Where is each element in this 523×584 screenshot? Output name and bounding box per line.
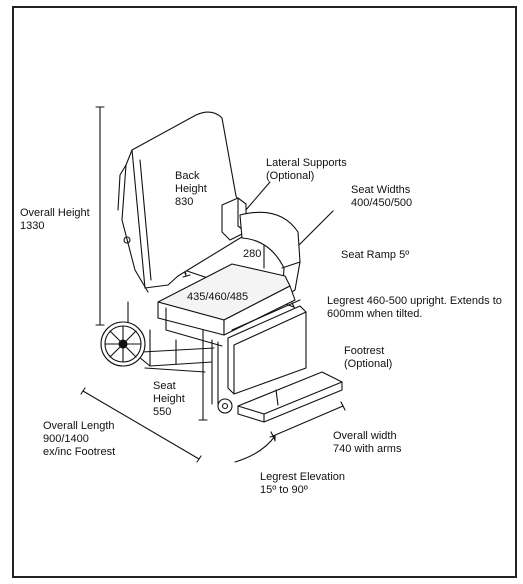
label-overall-width: Overall width 740 with arms	[333, 430, 402, 455]
label-legrest-elevation: Legrest Elevation 15º to 90º	[260, 471, 345, 496]
label-legrest: Legrest 460-500 upright. Extends to 600m…	[327, 295, 502, 320]
label-footrest: Footrest (Optional)	[344, 345, 393, 370]
backrest	[117, 111, 251, 293]
label-back-depth: 280	[243, 248, 262, 260]
footrest	[237, 371, 343, 423]
label-seat-widths: Seat Widths 400/450/500	[351, 184, 413, 209]
rear-wheel	[100, 321, 146, 367]
label-back-height: Back Height 830	[175, 170, 207, 208]
label-overall-height: Overall Height 1330	[20, 207, 90, 232]
legrest	[227, 305, 307, 395]
label-seat-ramp: Seat Ramp 5º	[341, 249, 410, 261]
label-seat-height: Seat Height 550	[153, 380, 185, 418]
label-lateral-supports: Lateral Supports (Optional)	[266, 157, 347, 182]
label-seat-depth: 435/460/485	[187, 291, 249, 303]
seat	[157, 263, 301, 347]
label-overall-length: Overall Length 900/1400 ex/inc Footrest	[43, 420, 116, 458]
